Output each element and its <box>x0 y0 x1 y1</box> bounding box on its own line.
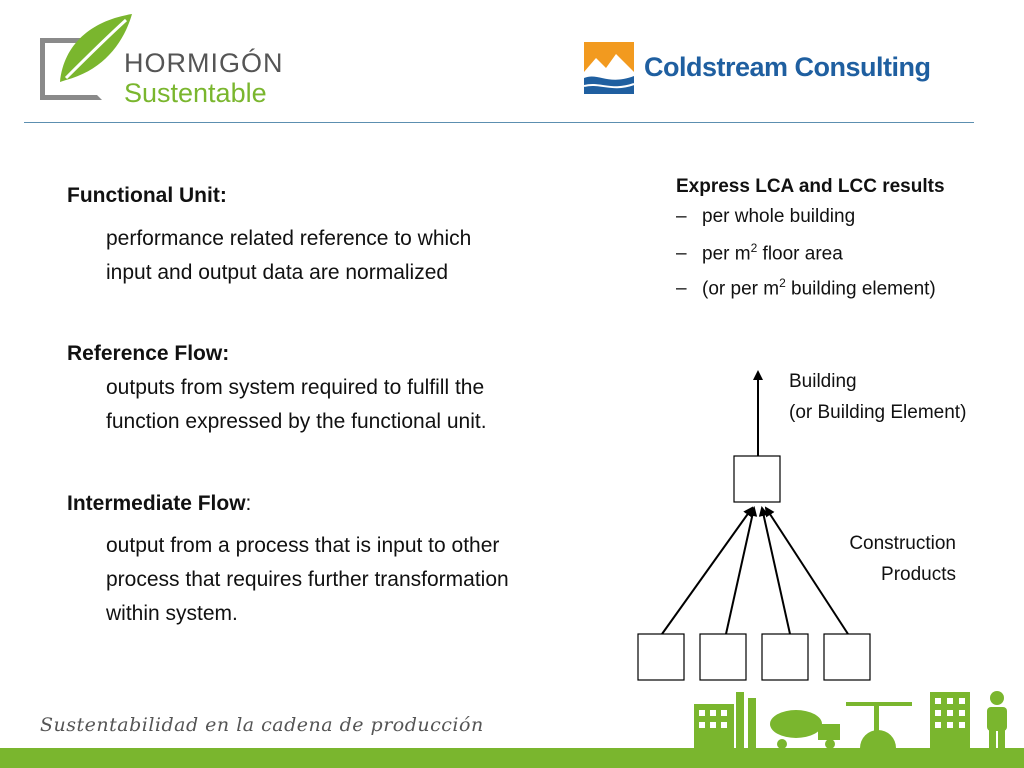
input-arrow <box>758 506 791 635</box>
mountain-river-icon <box>584 42 634 94</box>
intermediate-flow-term-text: Intermediate Flow <box>67 492 246 515</box>
list-dash: – <box>676 243 687 265</box>
coldstream-consulting-logo: Coldstream Consulting <box>584 42 964 96</box>
person-icon <box>987 691 1007 748</box>
intermediate-flow-definition: output from a process that is input to o… <box>106 529 509 631</box>
flow-diagram <box>637 370 871 681</box>
product-box <box>699 633 747 681</box>
reference-flow-term: Reference Flow: <box>67 342 230 365</box>
product-box <box>637 633 685 681</box>
results-item-text: per m <box>702 243 751 265</box>
factory-icon <box>694 692 756 748</box>
results-list: Express LCA and LCC results –per whole b… <box>676 176 945 311</box>
building-box <box>733 455 781 503</box>
definition-line: outputs from system required to fulfill … <box>106 376 485 399</box>
header-divider <box>24 122 974 123</box>
product-box <box>823 633 871 681</box>
logo-text-hormigon: HORMIGÓN <box>124 48 284 78</box>
results-item-text: building element) <box>785 278 936 300</box>
footer-band <box>0 748 1024 768</box>
label-line: Products <box>881 564 956 585</box>
definition-line: input and output data are normalized <box>106 261 449 284</box>
logo-frame <box>40 38 102 100</box>
label-line: (or Building Element) <box>789 402 967 423</box>
coldstream-logo-text: Coldstream Consulting <box>644 52 931 82</box>
crane-icon <box>846 702 912 748</box>
footer-caption: Sustentabilidad en la cadena de producci… <box>40 714 484 736</box>
input-arrow <box>661 506 754 635</box>
term-colon: : <box>245 492 252 515</box>
definition-line: process that requires further transforma… <box>106 568 509 591</box>
superscript: 2 <box>779 276 786 290</box>
results-title: Express LCA and LCC results <box>676 176 945 197</box>
results-item-text: (or per m <box>702 278 780 300</box>
label-line: Construction <box>849 533 956 554</box>
definition-line: within system. <box>106 602 238 625</box>
building-label: Building (or Building Element) <box>789 366 966 428</box>
results-item-text: per whole building <box>702 206 856 227</box>
concrete-mixer-icon <box>770 710 840 749</box>
superscript: 2 <box>750 241 758 255</box>
functional-unit-term: Functional Unit: <box>67 184 227 207</box>
logo-text-sustentable: Sustentable <box>124 78 267 108</box>
results-item: –per whole building <box>676 206 945 241</box>
list-dash: – <box>676 206 687 227</box>
product-box <box>761 633 809 681</box>
definition-line: output from a process that is input to o… <box>106 534 500 557</box>
construction-icons <box>694 691 1007 749</box>
results-item: –(or per m2 building element) <box>676 276 945 311</box>
functional-unit-definition: performance related reference to which i… <box>106 222 471 290</box>
construction-products-label: Construction Products <box>800 528 956 590</box>
definition-line: performance related reference to which <box>106 227 472 250</box>
input-arrow <box>725 506 758 635</box>
label-line: Building <box>789 371 857 392</box>
leaf-icon <box>60 14 132 82</box>
results-item: –per m2 floor area <box>676 241 945 276</box>
reference-flow-definition: outputs from system required to fulfill … <box>106 371 487 439</box>
list-dash: – <box>676 278 687 300</box>
results-item-text: floor area <box>757 243 843 265</box>
definition-line: function expressed by the functional uni… <box>106 410 487 433</box>
input-arrow <box>764 506 849 635</box>
hormigon-sustentable-logo: HORMIGÓN Sustentable <box>40 12 330 112</box>
intermediate-flow-term: Intermediate Flow: <box>67 492 251 516</box>
